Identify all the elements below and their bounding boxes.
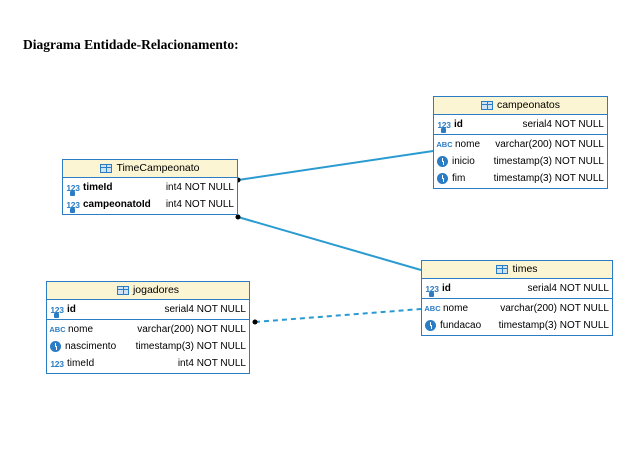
column-name: fundacao [440,320,482,331]
column-name: nome [68,324,94,335]
text-icon: ABC [424,304,441,313]
entity-name: TimeCampeonato [116,162,200,174]
column-type: serial4 NOT NULL [527,283,609,294]
column-type: int4 NOT NULL [165,182,234,193]
column-name: fim [452,173,466,184]
clock-icon [437,156,448,167]
column-name: timeId [67,358,95,369]
column-type: varchar(200) NOT NULL [495,139,604,150]
column-name: id [454,119,463,130]
relationship-endpoint-dot [235,214,241,220]
page-title: Diagrama Entidade-Relacionamento: [23,37,239,52]
column-type: timestamp(3) NOT NULL [493,156,604,167]
column-type: serial4 NOT NULL [164,304,246,315]
column-name: id [442,283,451,294]
clock-icon [425,320,436,331]
numeric-key-icon: 123 [50,304,64,318]
column-row[interactable]: inicio timestamp(3) NOT NULL [434,153,607,170]
column-name: nome [443,303,469,314]
text-icon: ABC [49,325,66,334]
entity-header: times [422,261,612,279]
column-name: campeonatoId [83,199,151,210]
column-row[interactable]: nascimento timestamp(3) NOT NULL [47,338,249,355]
relationship-line-jogadores-times [254,308,422,323]
column-type: varchar(200) NOT NULL [137,324,246,335]
entity-name: times [512,263,538,275]
entity-header: jogadores [47,282,249,300]
numeric-key-icon: 123 [66,182,80,196]
column-type: int4 NOT NULL [177,358,246,369]
column-type: timestamp(3) NOT NULL [498,320,609,331]
entity-name: jogadores [132,284,180,296]
text-icon: ABC [436,140,453,149]
column-row[interactable]: fim timestamp(3) NOT NULL [434,170,607,187]
clock-icon [437,173,448,184]
entity-header: campeonatos [434,97,607,115]
column-type: timestamp(3) NOT NULL [135,341,246,352]
table-icon [100,164,113,173]
relationship-endpoint-dot [252,319,258,325]
column-type: timestamp(3) NOT NULL [493,173,604,184]
table-icon [496,265,509,274]
numeric-icon: 123 [50,358,64,369]
column-type: int4 NOT NULL [165,199,234,210]
column-row[interactable]: fundacao timestamp(3) NOT NULL [422,317,612,334]
relationship-line-timecampeonato-campeonatos [237,150,434,181]
column-name: nome [455,139,481,150]
table-icon [116,286,129,295]
column-name: inicio [452,156,475,167]
column-name: nascimento [65,341,117,352]
clock-icon [50,341,61,352]
relationship-line-timecampeonato-times [237,216,422,271]
column-type: varchar(200) NOT NULL [500,303,609,314]
entity-name: campeonatos [496,99,561,111]
column-name: timeId [83,182,113,193]
numeric-key-icon: 123 [425,283,439,297]
table-icon [480,101,493,110]
column-name: id [67,304,76,315]
column-type: serial4 NOT NULL [522,119,604,130]
numeric-key-icon: 123 [66,199,80,213]
entity-header: TimeCampeonato [63,160,237,178]
numeric-key-icon: 123 [437,119,451,133]
